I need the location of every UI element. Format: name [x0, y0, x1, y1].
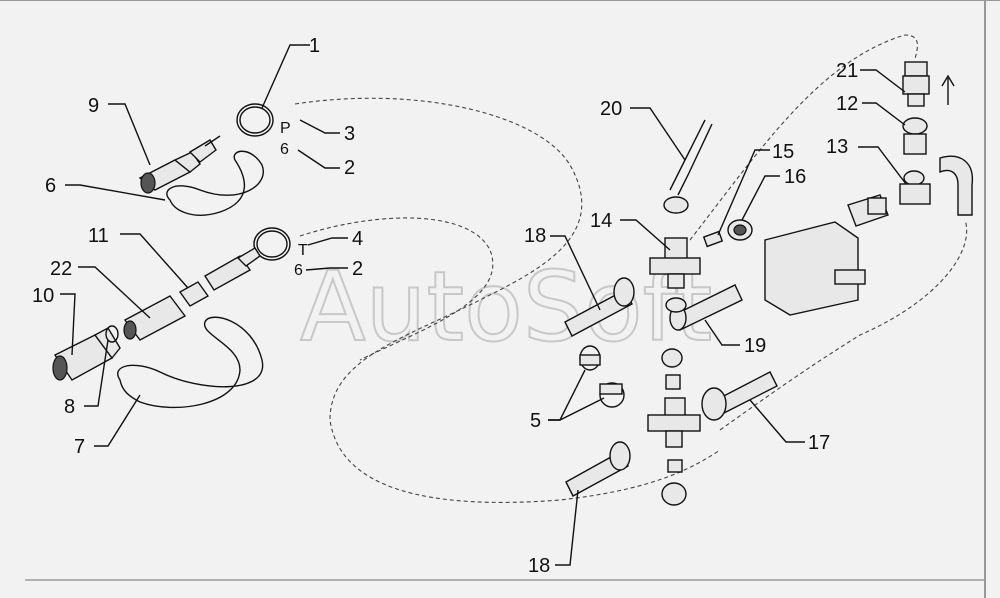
callout-2-lower: 2 — [352, 258, 363, 280]
callout-4: 4 — [352, 228, 363, 250]
callout-9: 9 — [88, 95, 99, 117]
callout-7: 7 — [74, 436, 85, 458]
callout-18-lower: 18 — [528, 555, 550, 577]
callout-13: 13 — [826, 136, 848, 158]
pump-body — [764, 194, 889, 316]
part-13-elbow — [899, 155, 974, 216]
part-21-fitting — [902, 61, 930, 107]
callout-17: 17 — [808, 432, 830, 454]
callout-12: 12 — [836, 93, 858, 115]
callout-6: 6 — [45, 175, 56, 197]
part-18-hose-lower — [565, 441, 631, 497]
part-8-seal-ring — [105, 325, 119, 343]
part-12-nut — [902, 117, 928, 155]
tag-t: T — [298, 242, 308, 259]
callout-5: 5 — [530, 410, 541, 432]
part-11-adapter — [178, 247, 261, 307]
part-1-ring-inner — [239, 106, 271, 134]
callout-1: 1 — [309, 35, 320, 57]
part-14-tee-lower — [647, 348, 701, 506]
callout-20: 20 — [600, 98, 622, 120]
part-14-tee-upper — [649, 237, 701, 289]
part-15-nipple — [702, 230, 724, 248]
callout-22: 22 — [50, 258, 72, 280]
part-18-hose-upper — [564, 277, 635, 337]
callout-3: 3 — [344, 123, 355, 145]
callout-21: 21 — [836, 60, 858, 82]
callout-8: 8 — [64, 396, 75, 418]
part-4-ring — [253, 227, 291, 261]
callout-10: 10 — [32, 285, 54, 307]
callout-19: 19 — [744, 335, 766, 357]
direction-arrow — [941, 74, 955, 105]
part-17-hose — [701, 371, 778, 421]
callout-15: 15 — [772, 141, 794, 163]
routing-line-right — [719, 219, 968, 431]
part-16-nut — [727, 219, 753, 241]
part-5-clamps — [579, 345, 625, 408]
tag-six-upper: 6 — [280, 141, 289, 158]
callout-16: 16 — [784, 166, 806, 188]
callout-11: 11 — [88, 225, 109, 247]
callout-2-upper: 2 — [344, 157, 355, 179]
part-9-coupling — [138, 135, 221, 194]
callout-labels: 1 9 3 2 6 4 2 11 22 10 8 7 20 15 16 13 2… — [32, 35, 858, 577]
part-1-ring — [236, 103, 274, 137]
callout-18-upper: 18 — [524, 225, 546, 247]
part-19-hose — [665, 284, 743, 331]
tag-p: P — [280, 120, 291, 137]
watermark-text: AutoSoft — [300, 251, 712, 363]
leader-lines — [60, 44, 907, 566]
part-20-hose — [663, 119, 713, 214]
callout-14: 14 — [590, 210, 612, 232]
part-10-quick-coupler — [52, 327, 121, 381]
part-7-cap-loop-lower — [117, 316, 264, 409]
tag-six-lower: 6 — [294, 262, 303, 279]
part-22-coupling-body — [123, 295, 187, 341]
part-4-ring-inner — [256, 230, 288, 258]
part-6-cap-loop-upper — [166, 150, 264, 216]
